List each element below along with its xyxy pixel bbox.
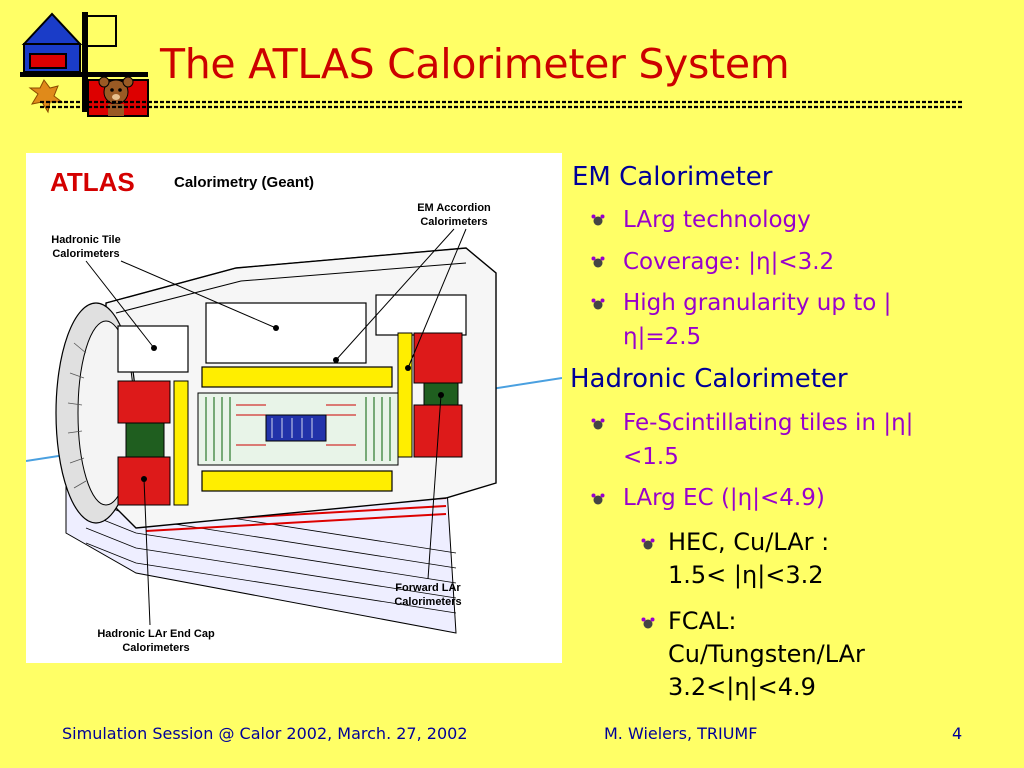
calorimeter-figure: ATLAS Calorimetry (Geant) — [26, 153, 562, 663]
footer-author: M. Wielers, TRIUMF — [604, 724, 758, 743]
label-forward-lar-2: Calorimeters — [394, 596, 461, 608]
bullet-icon — [591, 493, 605, 505]
fcal-line-3: 3.2<|η|<4.9 — [668, 673, 816, 701]
logo-icon — [20, 12, 149, 117]
hadronic-item-1: Fe-Scintillating tiles in |η|<1.5 — [623, 410, 914, 470]
label-forward-lar-1: Forward LAr — [395, 582, 461, 594]
figure-brand: ATLAS — [50, 167, 135, 197]
em-item-2: Coverage: |η|<3.2 — [623, 249, 835, 275]
label-hadronic-tile-2: Calorimeters — [52, 248, 119, 260]
label-em-accordion-1: EM Accordion — [417, 202, 491, 214]
bullet-icon — [591, 298, 605, 310]
heading-em-calorimeter: EM Calorimeter — [572, 162, 773, 192]
bullet-icon — [641, 538, 655, 550]
calorimeter-diagram: ATLAS Calorimetry (Geant) — [26, 167, 562, 654]
hadronic-item-2: LArg EC (|η|<4.9) — [623, 485, 825, 511]
bullet-icon — [591, 418, 605, 430]
bullet-icon — [591, 214, 605, 226]
fcal-line-2: Cu/Tungsten/LAr — [668, 640, 865, 668]
em-item-3: High granularity up to |η|=2.5 — [623, 290, 892, 350]
hec-line-2: 1.5< |η|<3.2 — [668, 561, 824, 589]
slide-title: The ATLAS Calorimeter System — [160, 40, 790, 88]
em-item-1: LArg technology — [623, 207, 811, 233]
hec-line-1: HEC, Cu/LAr : — [668, 528, 830, 556]
bullet-icon — [641, 617, 655, 629]
label-hadronic-lar-endcap-2: Calorimeters — [122, 642, 189, 654]
heading-hadronic-calorimeter: Hadronic Calorimeter — [570, 364, 848, 394]
figure-heading: Calorimetry (Geant) — [174, 174, 314, 191]
label-hadronic-tile-1: Hadronic Tile — [51, 234, 120, 246]
label-em-accordion-2: Calorimeters — [420, 216, 487, 228]
label-hadronic-lar-endcap-1: Hadronic LAr End Cap — [97, 628, 215, 640]
page-number: 4 — [952, 724, 963, 743]
footer-session: Simulation Session @ Calor 2002, March. … — [62, 724, 468, 743]
bullet-icon — [591, 256, 605, 268]
title-divider — [40, 100, 964, 109]
fcal-line-1: FCAL: — [668, 607, 737, 635]
